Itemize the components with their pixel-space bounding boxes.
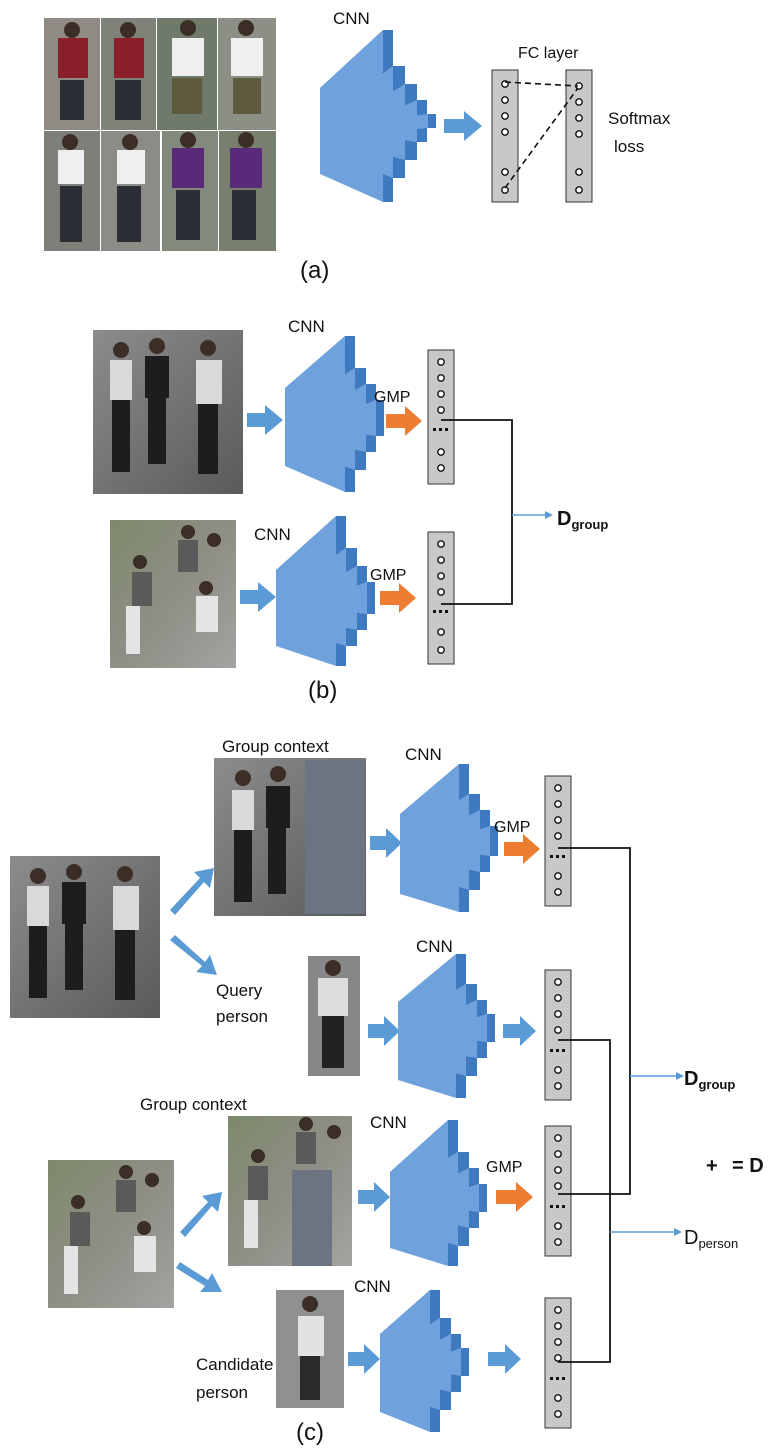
- group-photo-query: [10, 856, 160, 1018]
- feature-vector: [544, 969, 572, 1101]
- panel-a: CNN FC layer: [44, 9, 671, 284]
- d-person-output: Dperson: [684, 1227, 738, 1251]
- cnn-label: CNN: [288, 317, 325, 336]
- person-photo-grid: [44, 18, 276, 251]
- output-arrowhead: [676, 1072, 684, 1080]
- cnn-label: CNN: [254, 525, 291, 544]
- plus-sign: +: [706, 1155, 718, 1177]
- feature-vector: [427, 531, 455, 665]
- branch-arrow-down: [176, 1262, 222, 1292]
- feature-vector: [544, 1125, 572, 1257]
- caption-a: (a): [300, 257, 329, 284]
- arrow-right: [358, 1182, 390, 1212]
- query-person-photo: [308, 956, 360, 1076]
- gmp-label: GMP: [374, 389, 410, 406]
- output-arrowhead: [545, 511, 553, 519]
- cnn-label: CNN: [370, 1113, 407, 1132]
- arrow-right: [348, 1344, 380, 1374]
- query-label-1: Query: [216, 981, 263, 1000]
- cnn-block: [400, 764, 498, 912]
- d-group-output: Dgroup: [557, 508, 608, 532]
- softmax-label: Softmax: [608, 109, 671, 128]
- caption-b: (b): [308, 677, 337, 704]
- group-photo-bottom: [110, 520, 236, 668]
- arrow-right: [247, 405, 283, 435]
- arrow-right: [240, 582, 276, 612]
- branch-arrow-down: [170, 935, 217, 975]
- d-group-output: Dgroup: [684, 1068, 735, 1092]
- query-label-2: person: [216, 1007, 268, 1026]
- arrow-right: [503, 1016, 536, 1046]
- feature-vector-output: [565, 69, 593, 203]
- fc-connections: [504, 81, 579, 189]
- cnn-block: [390, 1120, 487, 1266]
- group-photo-top: [93, 330, 243, 494]
- group-context-photo: [228, 1116, 352, 1266]
- candidate-person-photo: [276, 1290, 344, 1408]
- candidate-label-1: Candidate: [196, 1355, 274, 1374]
- cnn-block: [380, 1290, 469, 1432]
- group-context-photo: [214, 758, 366, 916]
- total-distance: = D: [732, 1155, 764, 1177]
- arrow-right: [368, 1016, 400, 1046]
- gmp-label: GMP: [370, 567, 406, 584]
- cnn-block: [320, 30, 436, 202]
- fc-layer-label: FC layer: [518, 45, 579, 62]
- gmp-arrow: [386, 406, 422, 436]
- group-context-label: Group context: [140, 1095, 247, 1114]
- arrow-right: [444, 111, 482, 141]
- branch-arrow-up: [180, 1192, 222, 1237]
- merge-lines: [558, 847, 631, 1363]
- branch-arrow-up: [170, 868, 214, 915]
- gmp-arrow: [380, 583, 416, 613]
- cnn-block: [276, 516, 375, 666]
- cnn-block: [285, 336, 384, 492]
- feature-vector-input: [491, 69, 519, 203]
- loss-label: loss: [614, 137, 644, 156]
- group-photo-candidate: [48, 1160, 174, 1308]
- arrow-right: [488, 1344, 521, 1374]
- cnn-label: CNN: [416, 937, 453, 956]
- caption-c: (c): [296, 1419, 324, 1446]
- candidate-label-2: person: [196, 1383, 248, 1402]
- gmp-label: GMP: [494, 819, 530, 836]
- panel-c: Group context CNN GMP: [10, 737, 764, 1446]
- panel-b: CNN GMP: [93, 317, 608, 704]
- masked-candidate-region: [292, 1170, 332, 1266]
- gmp-label: GMP: [486, 1159, 522, 1176]
- arrow-right: [370, 828, 402, 858]
- cnn-label: CNN: [333, 9, 370, 28]
- cnn-label: CNN: [354, 1277, 391, 1296]
- gmp-arrow: [496, 1182, 533, 1212]
- cnn-block: [398, 954, 495, 1098]
- cnn-label: CNN: [405, 745, 442, 764]
- feature-vector: [544, 775, 572, 907]
- gmp-arrow: [504, 834, 540, 864]
- merge-lines: [441, 419, 513, 605]
- output-arrowhead: [674, 1228, 682, 1236]
- feature-vector: [427, 349, 455, 485]
- masked-query-region: [305, 760, 365, 914]
- feature-vector: [544, 1297, 572, 1429]
- group-context-label: Group context: [222, 737, 329, 756]
